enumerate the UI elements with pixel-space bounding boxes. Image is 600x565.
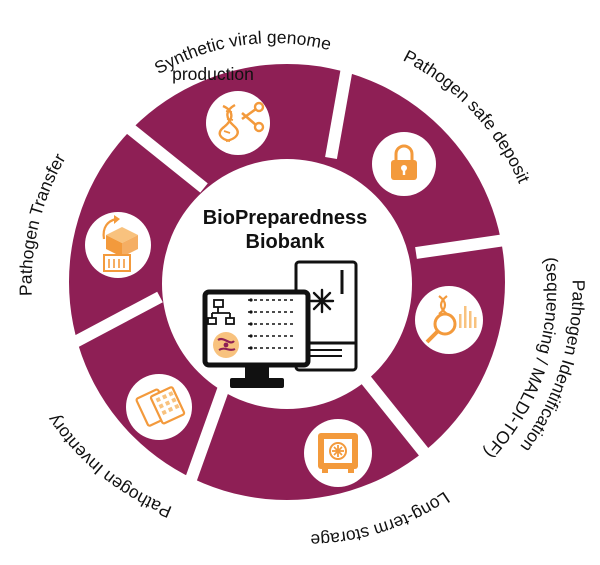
dna-magnifier-icon [425, 295, 477, 344]
label-transfer: Pathogen Transfer [16, 150, 70, 296]
list-lines [248, 299, 296, 349]
label-synthetic-line2: production [172, 64, 254, 84]
computer-monitor-icon [202, 289, 311, 388]
label-storage: Long-term storage [310, 488, 453, 551]
divider-top-left [119, 118, 208, 193]
divider-bottom-right [361, 376, 432, 460]
center-title-line1: BioPreparedness [203, 207, 368, 229]
segment-dividers [59, 60, 513, 485]
divider-bottom-left [184, 384, 230, 485]
center-title: BioPreparedness Biobank [203, 207, 368, 253]
divider-left [59, 291, 163, 355]
snowflake-icon [309, 288, 335, 314]
divider-top-right [325, 60, 354, 160]
divider-right [415, 233, 513, 259]
center-title-line2: Biobank [246, 231, 326, 253]
tree-diagram-icon [207, 299, 235, 325]
dna-scissors-icon [218, 101, 265, 143]
freezer-box-icon [318, 433, 358, 473]
shipping-box-icon [102, 215, 138, 272]
padlock-icon [391, 144, 417, 180]
sample-rack-icon [135, 386, 186, 427]
pathogen-icon [213, 332, 239, 358]
